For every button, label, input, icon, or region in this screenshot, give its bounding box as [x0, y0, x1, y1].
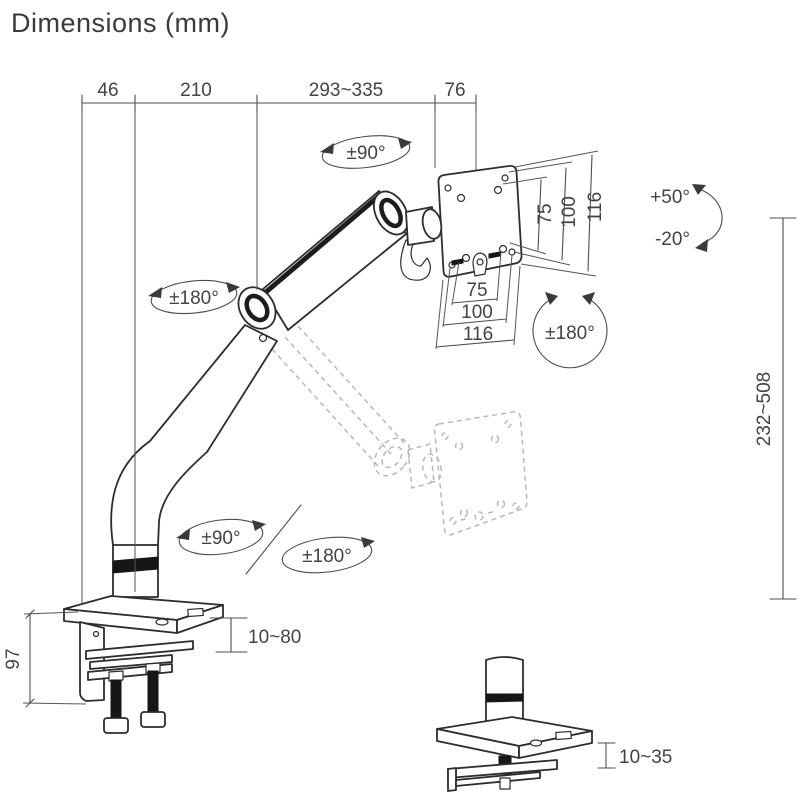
rotation-base-swivel: ±90° — [176, 518, 266, 556]
height-range-dimension: 232~508 — [754, 217, 797, 600]
rot-top-90: ±90° — [346, 143, 385, 164]
dim-210: 210 — [180, 80, 212, 101]
lower-arm — [110, 324, 278, 546]
vesa-bottom-100: 100 — [461, 302, 493, 323]
dim-46: 46 — [97, 80, 118, 101]
rot-base-90: ±90° — [201, 528, 240, 549]
ghost-vesa-plate — [433, 411, 528, 536]
rotation-vesa-180: ±180° — [532, 292, 608, 369]
dimension-annotations: Dimensions (mm) 46 210 293~335 76 — [3, 8, 797, 769]
top-dimension-line: 46 210 293~335 76 — [81, 80, 477, 603]
grommet-thickness-dimension: 10~35 — [597, 742, 672, 769]
vesa-side-75: 75 — [535, 203, 556, 224]
dim-grommet-10-35: 10~35 — [619, 747, 672, 768]
rotation-divider — [245, 504, 302, 575]
vesa-bottom-dimensions: 75 100 116 — [435, 251, 521, 350]
usb-c-port — [529, 739, 543, 747]
dim-desk-10-80: 10~80 — [248, 627, 301, 648]
clamp-bolts — [103, 662, 166, 734]
tilt-annotation: +50° -20° — [650, 184, 723, 252]
tilt-up-50: +50° — [650, 187, 690, 208]
vesa-side-dimensions: 75 100 116 — [502, 150, 606, 277]
rotation-base-180: ±180° — [281, 536, 375, 574]
head-joint — [373, 190, 431, 281]
upper-arm — [262, 190, 407, 331]
grommet-mount — [436, 656, 593, 792]
desk-clamp-base — [63, 595, 224, 734]
vesa-side-100: 100 — [559, 196, 580, 228]
rot-vesa-180: ±180° — [545, 323, 595, 344]
rotation-arm-180: ±180° — [148, 279, 240, 315]
dim-clamp-97: 97 — [3, 648, 24, 669]
dim-height-232-508: 232~508 — [754, 372, 775, 447]
dim-76: 76 — [444, 80, 465, 101]
monitor-arm-drawing — [63, 164, 593, 792]
ghost-arm-position — [271, 325, 528, 536]
vesa-plate — [405, 164, 523, 278]
quick-release-hook — [400, 239, 431, 281]
clamp-height-dimension: 97 — [3, 609, 87, 708]
vesa-side-116: 116 — [585, 192, 606, 222]
clamp-thickness-dimension: 10~80 — [209, 617, 301, 653]
elbow-joint — [237, 286, 277, 343]
desk-surface — [85, 640, 194, 660]
usb-c-port — [155, 618, 169, 626]
rotation-top-swivel: ±90° — [320, 135, 412, 169]
dim-293-335: 293~335 — [309, 80, 384, 101]
tilt-down-20: -20° — [655, 229, 690, 250]
usb-a-port — [187, 607, 204, 618]
vesa-bottom-75: 75 — [466, 280, 487, 301]
rot-mid-180: ±180° — [169, 288, 219, 309]
page-title: Dimensions (mm) — [11, 8, 230, 38]
vesa-bottom-116: 116 — [463, 324, 493, 345]
rot-base-180: ±180° — [302, 546, 352, 567]
usb-a-port — [555, 730, 572, 741]
